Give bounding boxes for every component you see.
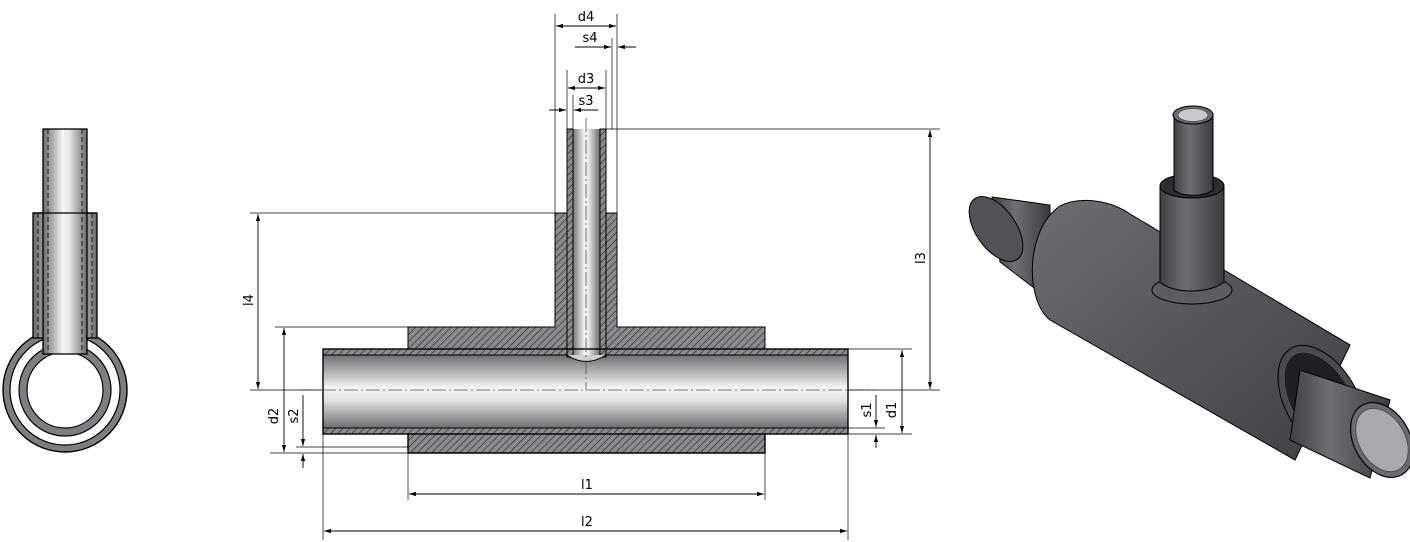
iso-sleeve-body [1031,200,1351,461]
main-sleeve-top-wall [407,212,568,351]
main-pipe-bottom-wall [322,427,849,435]
side-view-branch-pipe [42,128,88,355]
main-pipe-bore [323,354,848,429]
dim-label-s3: s3 [578,94,593,109]
main-sleeve-bottom-wall [407,432,766,454]
dim-label-d4: d4 [578,10,595,25]
dim-label-l3: l3 [914,252,929,264]
dim-label-s4: s4 [582,31,597,46]
dim-label-l4: l4 [242,294,257,306]
side-view [2,128,128,453]
dim-label-l2: l2 [581,515,593,530]
main-pipe-top-wall [322,348,568,356]
isometric-view [968,105,1410,479]
section-view: d4 s4 d3 s3 l3 l4 d2 s2 s1 d1 l1 l2 [242,10,940,540]
dim-label-d3: d3 [578,72,595,87]
branch-pipe-right-wall [599,128,607,358]
dim-label-s2: s2 [287,408,302,423]
iso-branch-pipe [1173,113,1214,196]
branch-pipe-left-wall [566,128,574,358]
dim-label-s1: s1 [860,402,875,417]
dim-label-d2: d2 [267,408,282,425]
dim-label-d1: d1 [885,402,900,419]
dim-label-l1: l1 [581,478,593,493]
